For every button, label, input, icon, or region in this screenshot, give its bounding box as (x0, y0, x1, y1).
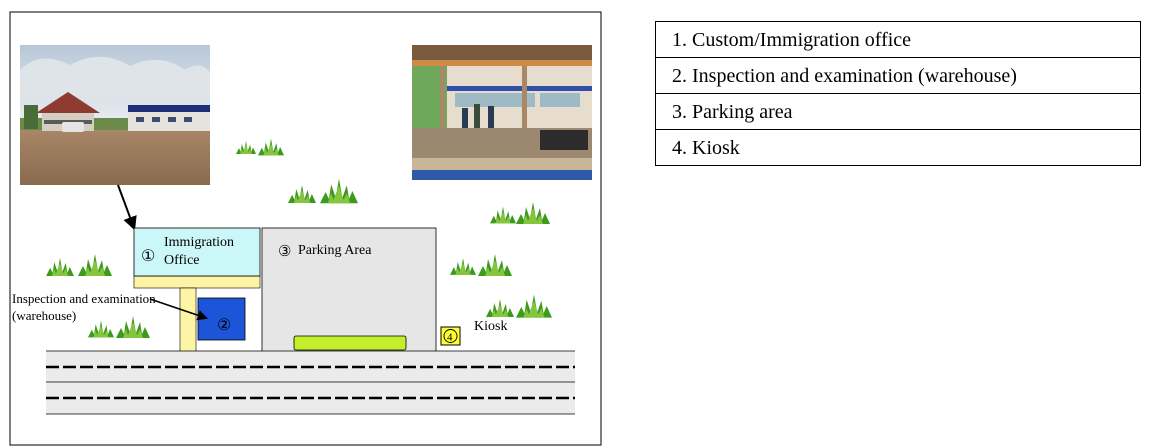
immigration-office-label-2: Office (164, 253, 200, 268)
parking-label: Parking Area (298, 243, 372, 258)
parking-area (261, 227, 437, 353)
warehouse-number: ② (217, 317, 231, 334)
warehouse-label-1: Inspection and examination (12, 291, 156, 306)
legend-item-4: 4. Kiosk (655, 129, 1141, 166)
legend-item-3: 3. Parking area (655, 93, 1141, 130)
road (46, 350, 575, 415)
parking-number: ③ (278, 244, 291, 260)
immigration-office (133, 227, 261, 277)
legend-table: 1. Custom/Immigration office 2. Inspecti… (655, 21, 1141, 166)
immigration-office-label-1: Immigration (164, 235, 234, 250)
legend-item-2: 2. Inspection and examination (warehouse… (655, 57, 1141, 94)
kiosk-number: 4 (447, 332, 453, 344)
kiosk-number-circle (443, 329, 458, 343)
parking-strip (293, 335, 407, 351)
office-path-stem (179, 287, 197, 353)
office-photo-arrow (117, 184, 137, 231)
office-veranda-photo (412, 45, 592, 180)
warehouse-arrow (149, 298, 208, 321)
immigration-office-number: ① (141, 248, 155, 265)
legend-item-1: 1. Custom/Immigration office (655, 21, 1141, 58)
office-path-top (133, 275, 261, 289)
warehouse-label-2: (warehouse) (12, 308, 76, 323)
kiosk-label: Kiosk (474, 319, 507, 334)
buildings-photo (20, 45, 210, 185)
